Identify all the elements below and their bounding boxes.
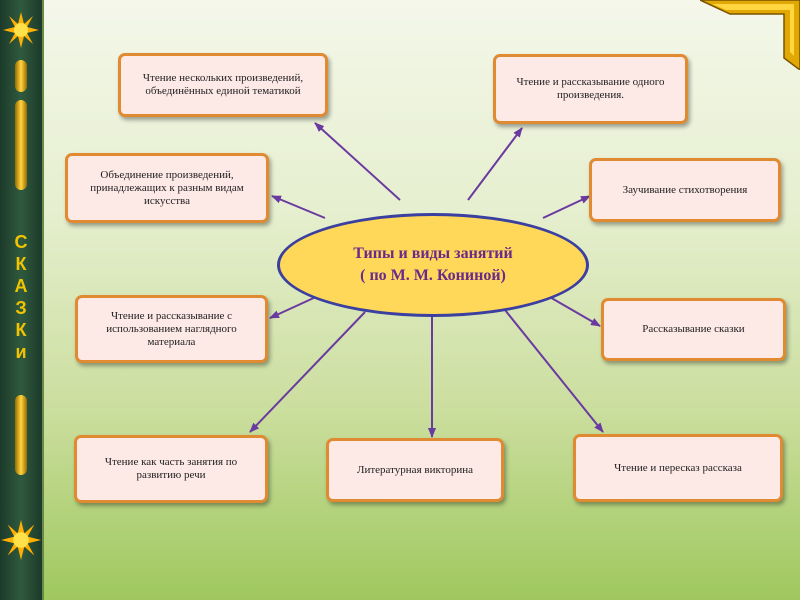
banner-letter: и <box>15 342 27 362</box>
box-reading-one-work: Чтение и рассказывание одного произведен… <box>493 54 688 124</box>
gold-bar-icon <box>15 60 27 92</box>
box-label: Чтение и пересказ рассказа <box>614 461 742 474</box>
gold-bar-icon <box>15 100 27 190</box>
box-combining-arts: Объединение произведений, принадлежащих … <box>65 153 269 223</box>
box-fairy-tale: Рассказывание сказки <box>601 298 786 361</box>
box-label: Рассказывание сказки <box>642 323 745 335</box>
box-label: Заучивание стихотворения <box>622 183 748 196</box>
arrow-bottom-left <box>249 311 366 433</box>
banner-letter: А <box>14 276 28 296</box>
box-label: Чтение нескольких произведений, объединё… <box>142 72 304 97</box>
banner-letter: З <box>15 298 27 318</box>
arrow-right-upper <box>542 195 591 219</box>
box-label: Чтение и рассказывание с использованием … <box>106 309 237 348</box>
sun-icon <box>3 12 39 48</box>
arrow-left-upper <box>271 195 326 219</box>
box-label: Чтение как часть занятия по развитию реч… <box>104 456 238 481</box>
box-speech-development: Чтение как часть занятия по развитию реч… <box>74 435 268 503</box>
sun-icon <box>1 520 41 560</box>
corner-ornament-icon <box>700 0 800 70</box>
box-label: Литературная викторина <box>357 463 473 476</box>
arrow-bottom-right <box>504 309 604 433</box>
box-literary-quiz: Литературная викторина <box>326 438 504 502</box>
arrow-left-lower <box>269 295 319 319</box>
box-label: Чтение и рассказывание одного произведен… <box>516 76 665 101</box>
banner-letter: К <box>15 254 27 274</box>
banner-letter: К <box>15 320 27 340</box>
box-label: Объединение произведений, принадлежащих … <box>90 168 244 207</box>
box-reading-several-works: Чтение нескольких произведений, объединё… <box>118 53 328 117</box>
center-title-line1: Типы и виды занятий <box>353 245 513 262</box>
box-retelling-story: Чтение и пересказ рассказа <box>573 434 783 502</box>
arrow-right-lower <box>547 295 601 327</box>
center-topic-ellipse: Типы и виды занятий ( по М. М. Кониной) <box>277 213 589 317</box>
side-banner: С К А З К и <box>0 0 44 600</box>
banner-letter: С <box>14 232 28 252</box>
arrow-top-right <box>467 127 523 201</box>
arrow-top-left <box>314 122 401 201</box>
box-memorizing-poem: Заучивание стихотворения <box>589 158 781 222</box>
center-title-line2: ( по М. М. Кониной) <box>360 267 506 284</box>
box-visual-material: Чтение и рассказывание с использованием … <box>75 295 268 363</box>
gold-bar-icon <box>15 395 27 475</box>
